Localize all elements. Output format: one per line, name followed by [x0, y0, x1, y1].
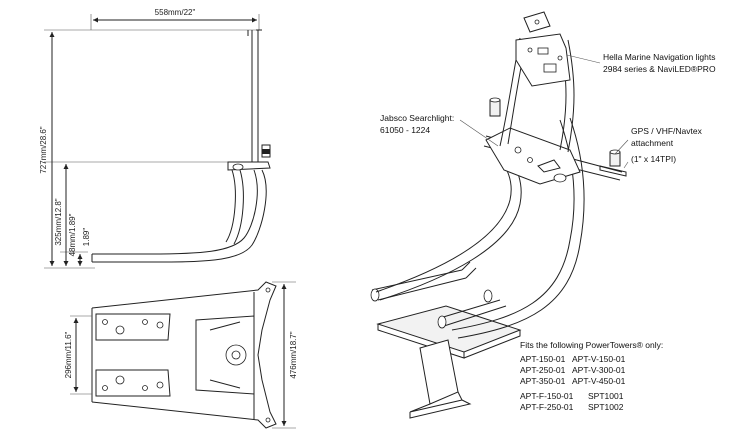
- callout-gps-line3: (1" x 14TPI): [631, 154, 676, 164]
- dim-base-width: 296mm/11.6": [64, 331, 73, 378]
- dim-height-total: 727mm/28.6": [39, 126, 48, 173]
- dim-base-length: 476mm/18.7": [289, 331, 298, 378]
- fits-item: APT-V-300-01: [572, 365, 626, 375]
- callout-jabsco-line2: 61050 - 1224: [380, 125, 430, 135]
- callout-gps-line1: GPS / VHF/Navtex: [631, 126, 703, 136]
- fits-item: APT-F-150-01: [520, 391, 574, 401]
- callout-hella-line1: Hella Marine Navigation lights: [603, 52, 715, 62]
- dim-height-low: 48mm/1.89": [68, 213, 77, 256]
- isometric-view: [370, 11, 629, 419]
- plan-view: 296mm/11.6" 476mm/18.7": [64, 281, 298, 429]
- callout-gps-line2: attachment: [631, 138, 674, 148]
- fits-item: SPT1002: [588, 402, 624, 412]
- fits-item: APT-F-250-01: [520, 402, 574, 412]
- fits-item: APT-350-01: [520, 376, 566, 386]
- fits-item: APT-150-01: [520, 354, 566, 364]
- side-view: 558mm/22" 727mm/28.6" 325mm/12.8" 48mm/1…: [39, 8, 271, 269]
- fits-item: APT-V-150-01: [572, 354, 626, 364]
- fits-list: Fits the following PowerTowers® only: AP…: [520, 340, 663, 412]
- fits-heading: Fits the following PowerTowers® only:: [520, 340, 663, 350]
- dim-width-top: 558mm/22": [155, 8, 196, 17]
- fits-item: APT-V-450-01: [572, 376, 626, 386]
- fits-item: APT-250-01: [520, 365, 566, 375]
- dim-height-mid: 325mm/12.8": [54, 198, 63, 245]
- callout-hella-line2: 2984 series & NaviLED®PRO: [603, 64, 716, 74]
- fits-item: SPT1001: [588, 391, 624, 401]
- callout-jabsco-line1: Jabsco Searchlight:: [380, 113, 454, 123]
- svg-text:1.89": 1.89": [82, 228, 91, 247]
